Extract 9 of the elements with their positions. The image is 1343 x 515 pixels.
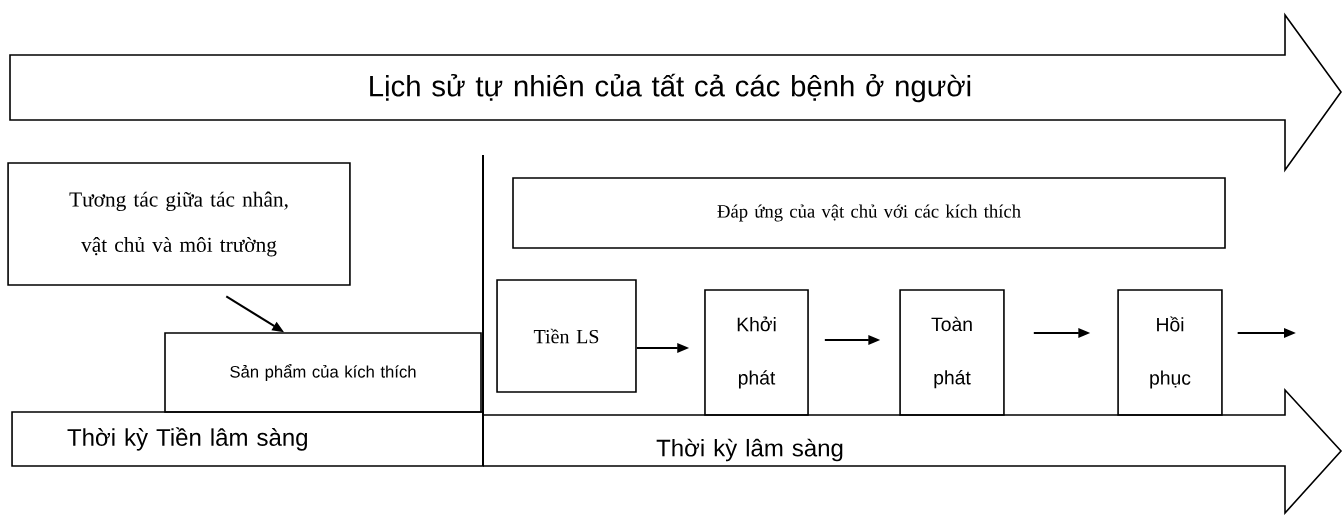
arrow-banner: Lịch sử tự nhiên của tất cả các bệnh ở người xyxy=(9,12,1342,173)
process-box: Tương tác giữa tác nhân, vật chủ và môi trường xyxy=(7,162,351,286)
stage-box: Toàn phát xyxy=(899,289,1005,416)
process-box: Sản phẩm của kích thích xyxy=(164,332,482,413)
stage-box: Thời kỳ Tiền lâm sàng xyxy=(11,411,484,467)
stage-box: Hồi phục xyxy=(1117,289,1223,416)
stage-box: Tiền LS xyxy=(496,279,637,393)
process-box: Đáp ứng của vật chủ với các kích thích xyxy=(512,177,1226,249)
stage-box: Khởi phát xyxy=(704,289,809,416)
